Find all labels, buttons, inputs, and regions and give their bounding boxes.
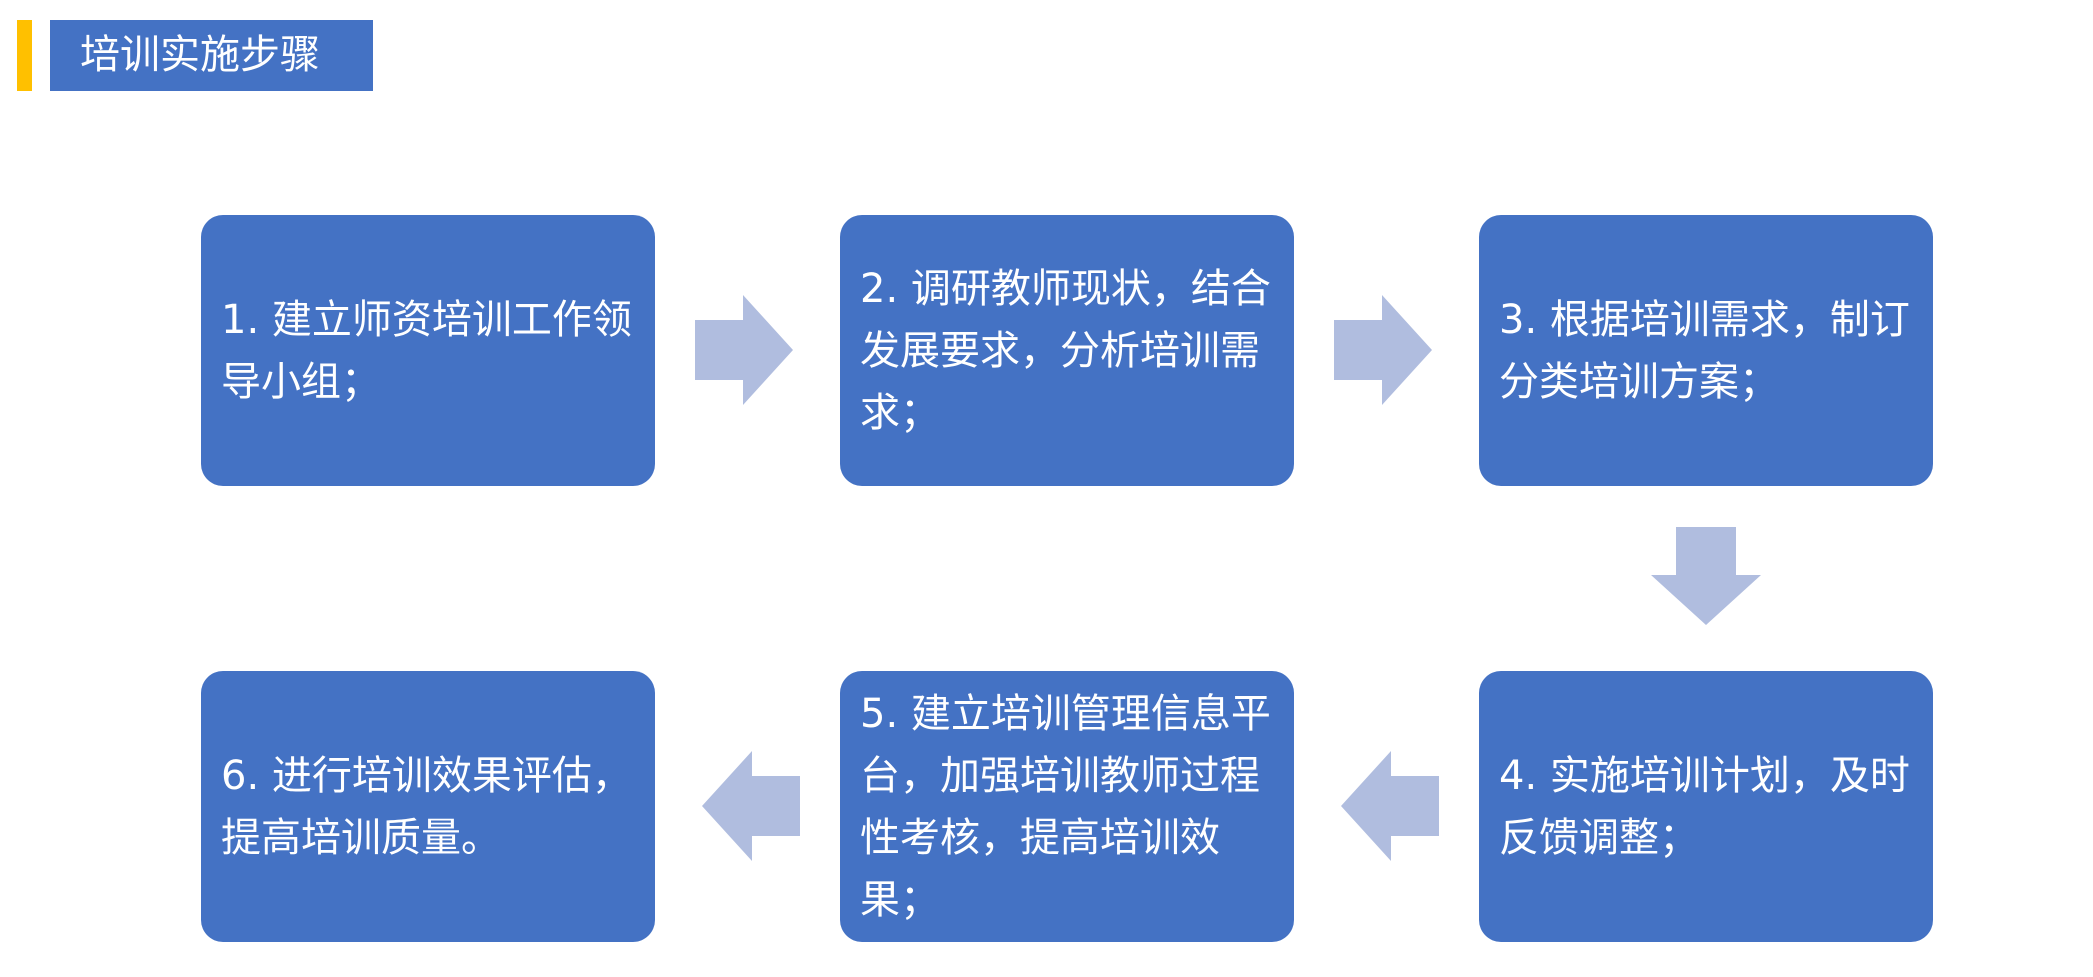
step-3-box: 3. 根据培训需求，制订分类培训方案；: [1479, 215, 1933, 486]
step-2-box: 2. 调研教师现状，结合发展要求，分析培训需求；: [840, 215, 1294, 486]
step-1-box: 1. 建立师资培训工作领导小组；: [201, 215, 655, 486]
step-3-label: 3. 根据培训需求，制订分类培训方案；: [1499, 296, 1910, 405]
step-4-box: 4. 实施培训计划，及时反馈调整；: [1479, 671, 1933, 942]
step-6-label: 6. 进行培训效果评估，提高培训质量。: [221, 752, 632, 861]
arrow-down-icon: [1651, 527, 1761, 625]
arrow-left-icon: [1341, 751, 1439, 861]
page-title: 培训实施步骤: [50, 20, 373, 91]
step-5-box: 5. 建立培训管理信息平台，加强培训教师过程性考核，提高培训效果；: [840, 671, 1294, 942]
step-1-label: 1. 建立师资培训工作领导小组；: [221, 296, 632, 405]
step-4-label: 4. 实施培训计划，及时反馈调整；: [1499, 752, 1910, 861]
step-5-label: 5. 建立培训管理信息平台，加强培训教师过程性考核，提高培训效果；: [860, 690, 1271, 923]
title-accent-bar: [17, 20, 32, 91]
step-2-label: 2. 调研教师现状，结合发展要求，分析培训需求；: [860, 265, 1271, 436]
arrow-right-icon: [1334, 295, 1432, 405]
step-6-box: 6. 进行培训效果评估，提高培训质量。: [201, 671, 655, 942]
arrow-right-icon: [695, 295, 793, 405]
arrow-left-icon: [702, 751, 800, 861]
